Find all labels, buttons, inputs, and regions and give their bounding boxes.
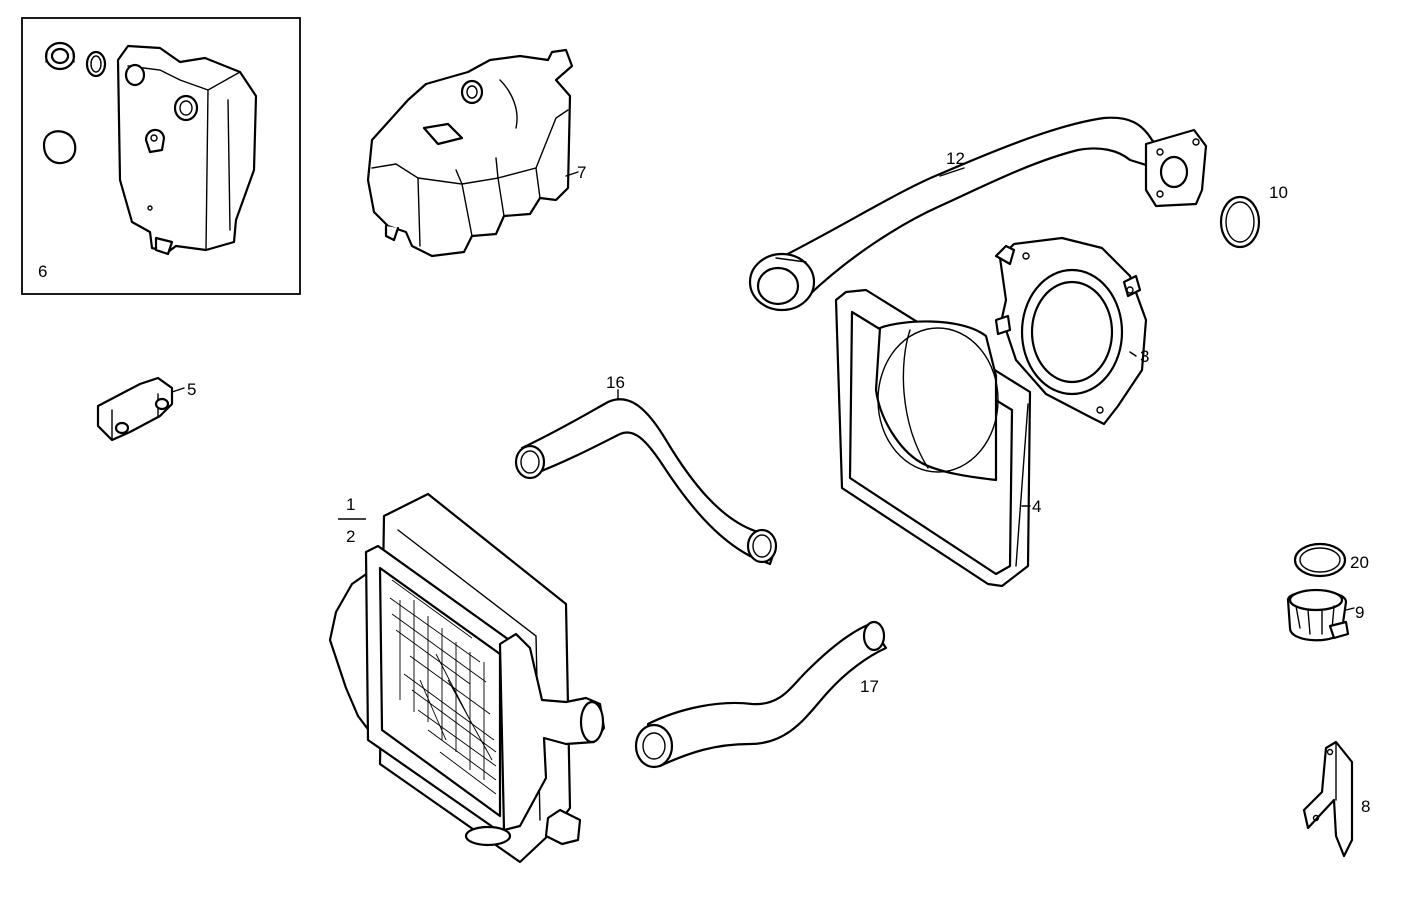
part-16-upper-hose (514, 398, 778, 566)
callout-8: 8 (1361, 797, 1370, 816)
part-6-o-ring (85, 50, 107, 78)
part-8-mounting-bracket (1302, 740, 1354, 858)
part-9-hose-clamp (1286, 588, 1350, 642)
callout-7: 7 (577, 163, 586, 182)
radiator-core-fins (389, 579, 497, 795)
part-6-kit-group (21, 17, 301, 295)
callout-12: 12 (946, 149, 965, 168)
callout-5: 5 (187, 380, 196, 399)
part-17-lower-hose (634, 620, 888, 769)
part-12-coolant-pipe (748, 116, 1208, 312)
callout-9: 9 (1355, 603, 1364, 622)
part-3-shroud-plate (994, 236, 1148, 426)
part-1-2-radiator (328, 492, 606, 864)
callout-6: 6 (38, 262, 47, 281)
callout-labels: 6 7 12 10 3 5 16 4 1 2 20 9 17 8 (38, 149, 1370, 816)
part-6-grommet (42, 130, 77, 165)
part-7-expansion-tank (366, 48, 574, 258)
callout-17: 17 (860, 677, 879, 696)
part-10-o-ring (1219, 195, 1261, 249)
callout-1: 1 (346, 495, 355, 514)
callout-3: 3 (1140, 347, 1149, 366)
callout-16: 16 (606, 373, 625, 392)
callout-4: 4 (1032, 497, 1041, 516)
callout-20: 20 (1350, 553, 1369, 572)
leader-lines (171, 167, 1355, 611)
part-6-cap (44, 41, 76, 71)
callout-2: 2 (346, 527, 355, 546)
part-6-expansion-tank (116, 44, 258, 256)
part-20-o-ring (1293, 542, 1347, 578)
part-5-bracket (96, 376, 174, 442)
part-4-fan-shroud (834, 288, 1032, 588)
callout-10: 10 (1269, 183, 1288, 202)
